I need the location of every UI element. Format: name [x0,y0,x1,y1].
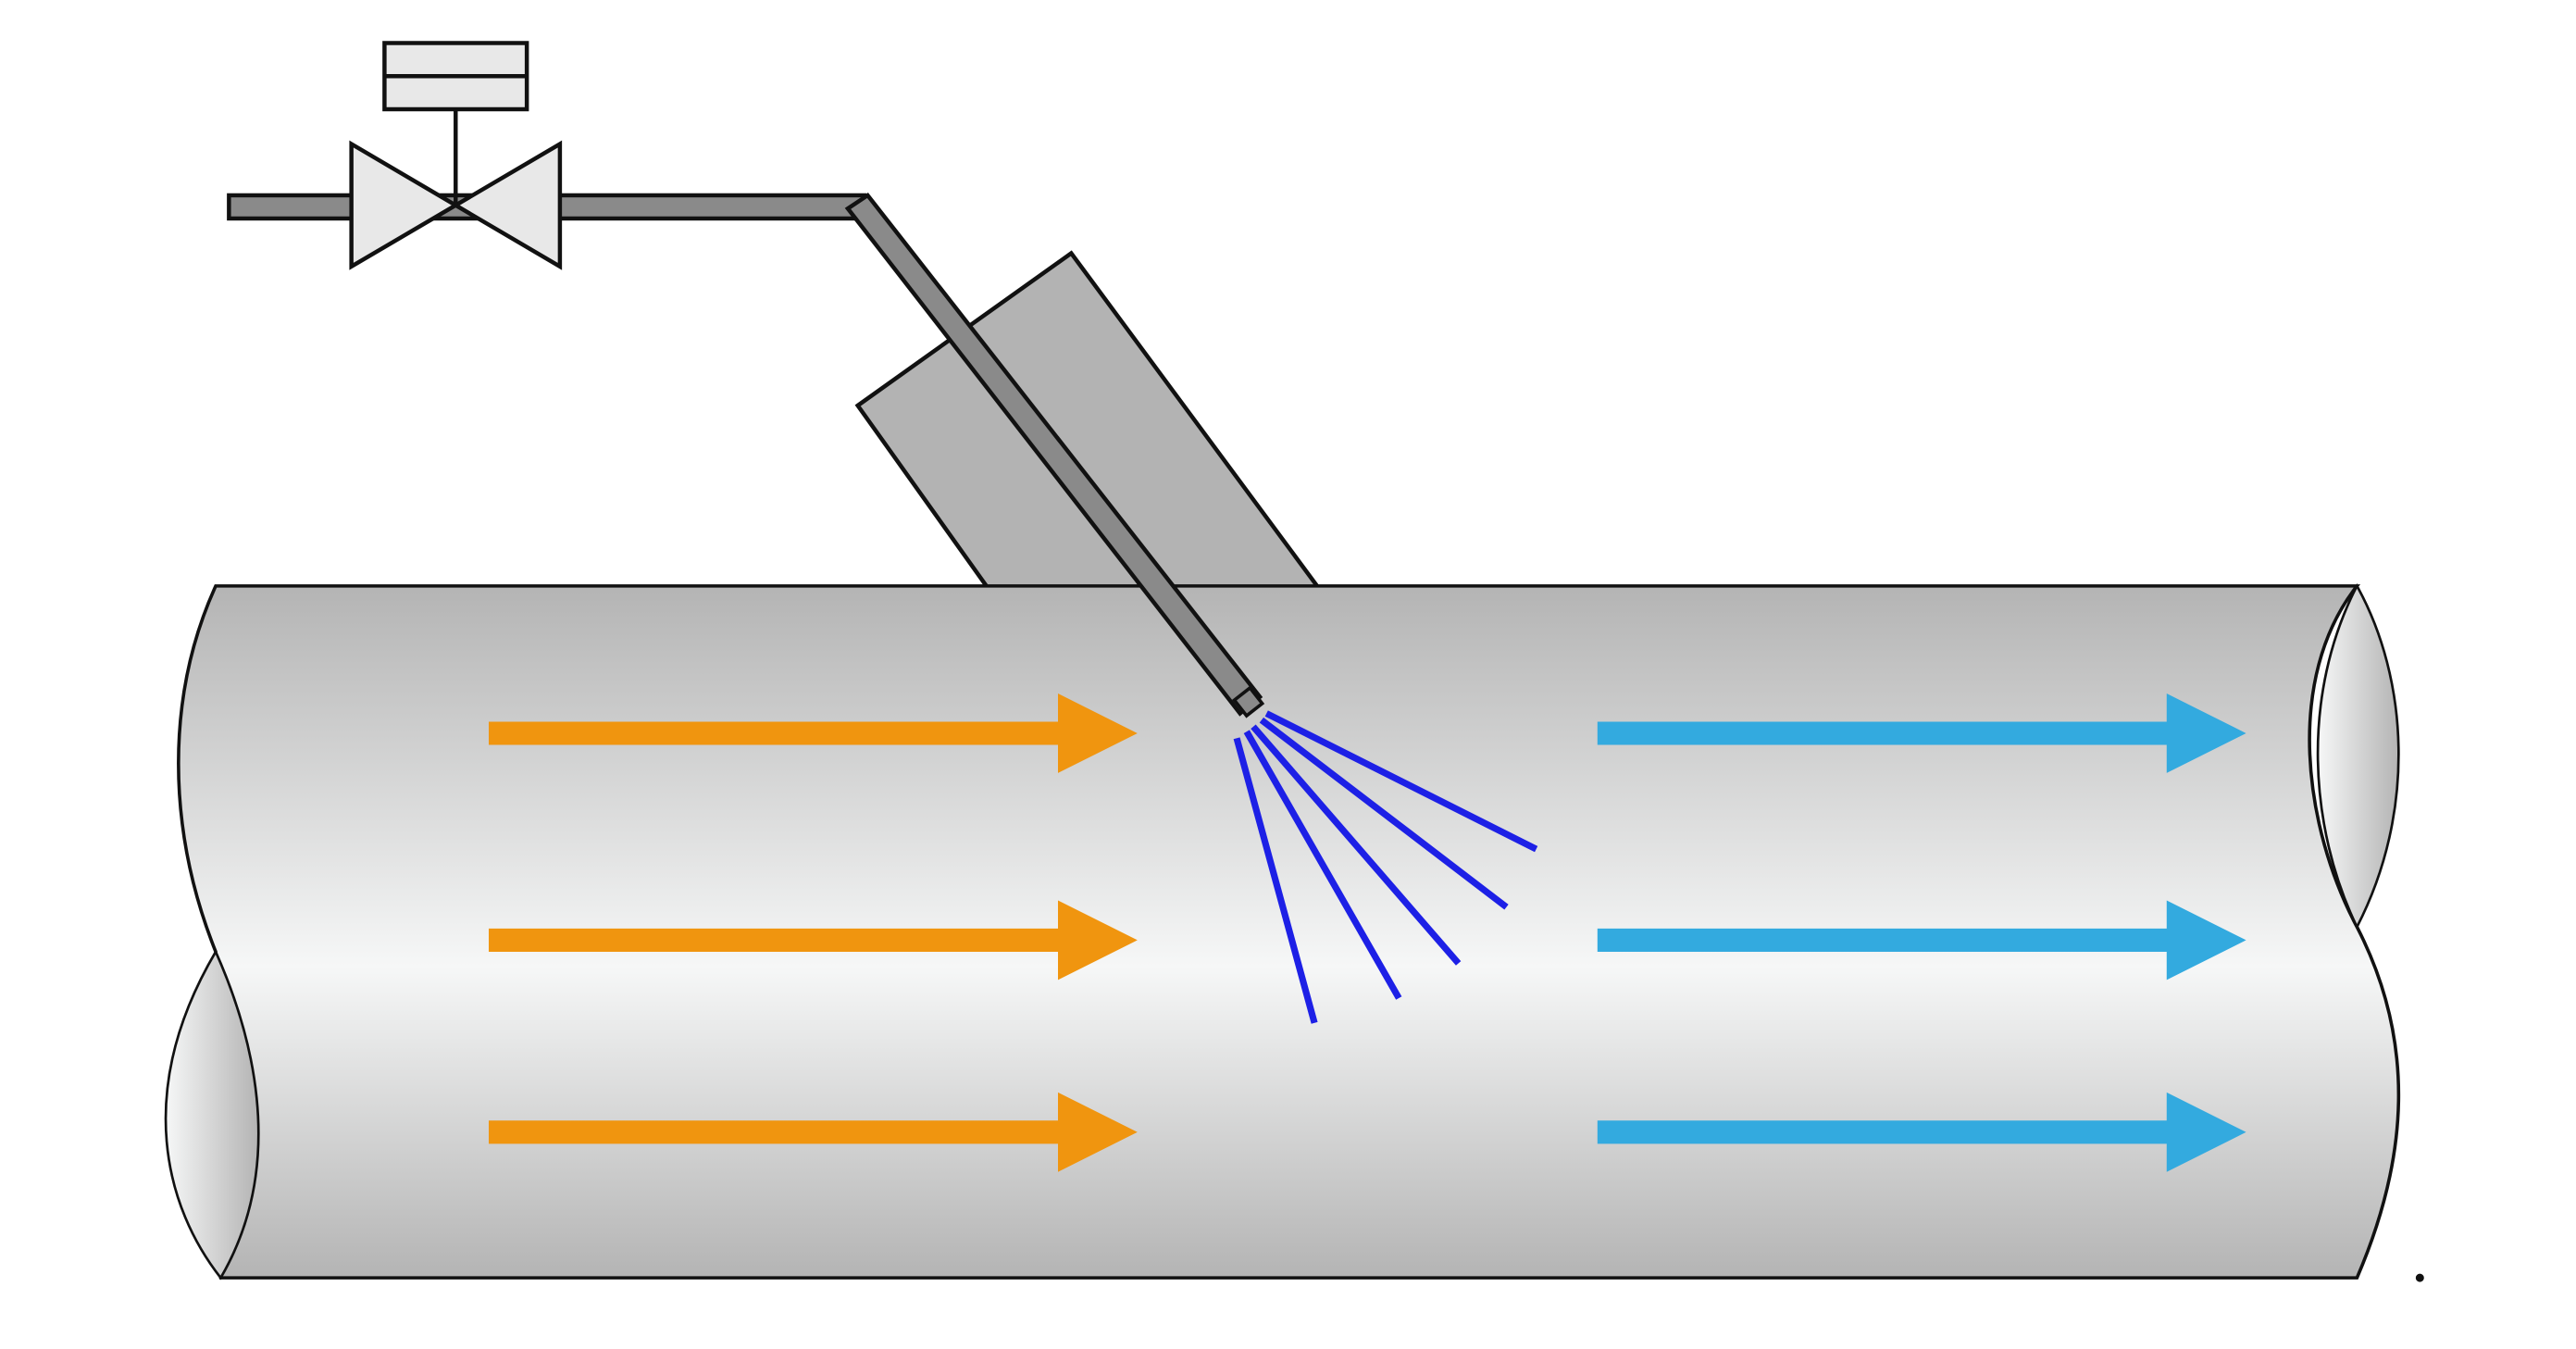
stray-dot [2415,1273,2424,1282]
water-supply-line [227,192,1263,717]
outlet-flow-arrow [1597,1092,2246,1172]
outlet-flow-arrow [1597,693,2246,773]
spray-jet [1251,724,1462,966]
spray-jet [1243,730,1402,1000]
spray-jet [1233,737,1318,1024]
spray-nozzle-icon [1232,685,1265,718]
inlet-flow-arrow [489,1092,1138,1172]
inlet-flow-arrow [489,900,1138,981]
inlet-flow-arrows [489,693,1138,1172]
feed-pipe-diagonal [844,192,1263,717]
spray-jet [1264,710,1538,853]
control-valve [349,41,563,270]
inlet-flow-arrow [489,693,1138,773]
pipe-right-end [2316,583,2400,931]
outlet-flow-arrow [1597,900,2246,981]
spray-jet [1259,717,1509,910]
pipe-left-end [164,949,260,1280]
outlet-flow-arrows [1597,693,2246,1172]
spray-jets-icon [1233,710,1538,1024]
